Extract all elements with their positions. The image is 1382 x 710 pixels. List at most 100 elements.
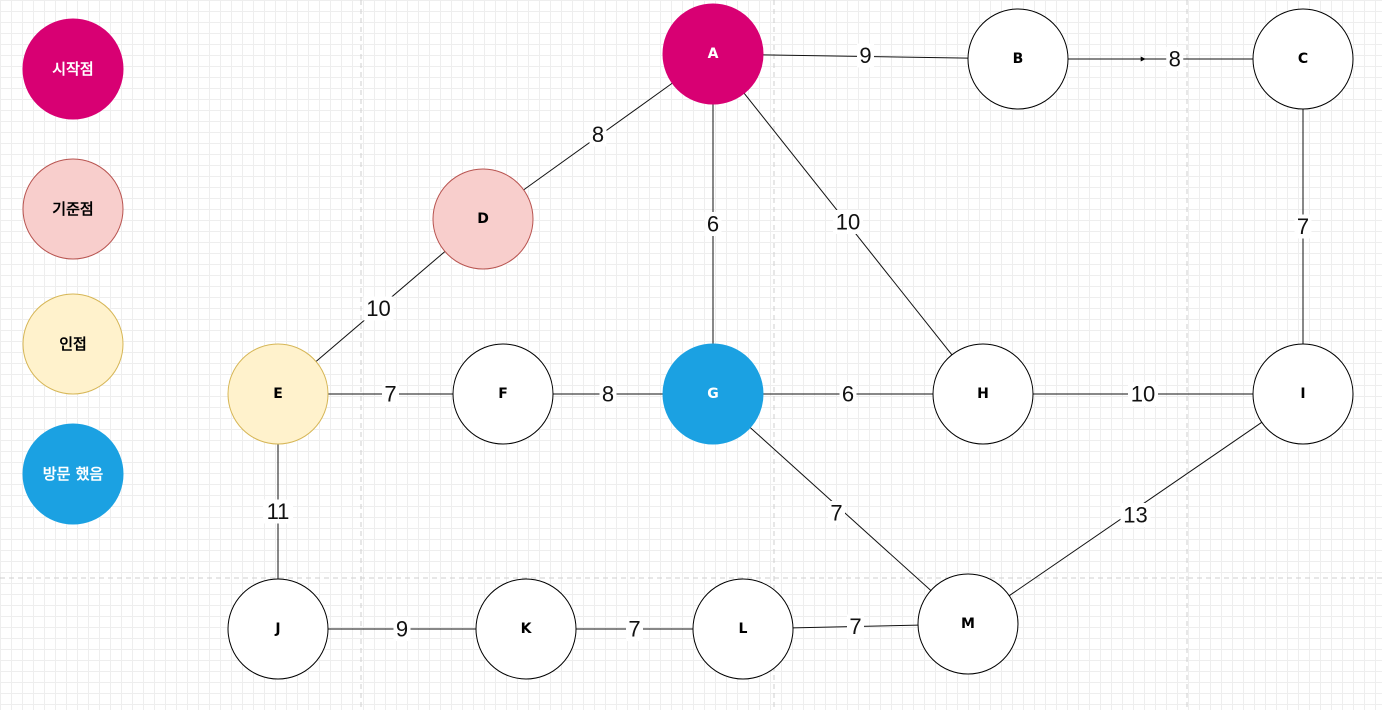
legend-swatch-pivot <box>22 158 124 260</box>
node-circle <box>662 343 764 445</box>
node-circle <box>1252 8 1354 110</box>
node-a: A <box>662 3 764 105</box>
edge-weight: 7 <box>849 614 861 639</box>
legend-label: 기준점 <box>52 200 93 218</box>
edge-g-m: 7 <box>749 427 932 591</box>
node-b: B <box>967 8 1069 110</box>
edge-weight-background <box>704 212 722 236</box>
edge-weight-background <box>626 617 643 641</box>
legend-label: 방문 했음 <box>43 465 104 483</box>
edge-f-g: 8 <box>553 382 663 407</box>
edge-weight-background <box>857 43 874 68</box>
legend-label: 인접 <box>59 335 87 353</box>
edge-k-l: 7 <box>576 617 693 642</box>
node-label: G <box>707 386 719 402</box>
node-circle <box>967 8 1069 110</box>
edges: 9 8 8 6 10 7 10 7 8 6 10 11 7 13 9 7 7 <box>263 43 1312 642</box>
node-label: A <box>708 46 719 62</box>
node-label: C <box>1298 51 1308 67</box>
node-l: L <box>692 578 794 680</box>
edge-weight: 9 <box>396 617 408 642</box>
node-circle <box>452 343 554 445</box>
node-label: L <box>739 621 748 637</box>
legend-swatch-visited <box>22 423 124 525</box>
edge-weight-background <box>1128 382 1158 406</box>
edge-weight: 7 <box>628 617 640 642</box>
edge-weight: 10 <box>366 296 390 321</box>
edge-weight: 8 <box>602 382 614 407</box>
edge-weight-background <box>833 210 863 234</box>
node-circle <box>227 578 329 680</box>
edge-a-h: 10 <box>743 92 953 356</box>
edge-weight: 11 <box>267 499 290 524</box>
legend-swatch-start <box>22 18 124 120</box>
legend-label: 시작점 <box>52 60 93 78</box>
legend-item-adjacent: 인접 <box>22 293 124 395</box>
node-circle <box>932 343 1034 445</box>
node-k: K <box>475 578 577 680</box>
legend-item-visited: 방문 했음 <box>22 423 124 525</box>
edge-weight: 10 <box>836 210 860 235</box>
node-circle <box>692 578 794 680</box>
node-label: K <box>521 621 533 637</box>
edge-weight-background <box>382 382 399 406</box>
node-label: E <box>273 386 283 402</box>
edge-weight-background <box>363 296 394 321</box>
node-circle <box>917 573 1019 675</box>
edge-weight-background <box>839 382 857 406</box>
edge-e-f: 7 <box>328 382 453 407</box>
node-f: F <box>452 343 554 445</box>
edge-l-m: 7 <box>792 614 919 639</box>
legend-item-pivot: 기준점 <box>22 158 124 260</box>
edge-a-g: 6 <box>704 104 722 344</box>
edge-weight-background <box>1294 214 1312 239</box>
node-circle <box>432 168 534 270</box>
edge-weight-background <box>847 614 864 639</box>
edge-weight: 13 <box>1123 503 1147 528</box>
node-circle <box>475 578 577 680</box>
edge-weight: 7 <box>1297 214 1309 239</box>
edge-weight: 8 <box>1169 47 1181 72</box>
edge-a-b: 9 <box>762 43 969 68</box>
legend-item-start: 시작점 <box>22 18 124 120</box>
edge-e-j: 11 <box>263 444 293 579</box>
node-j: J <box>227 578 329 680</box>
node-label: B <box>1013 51 1024 67</box>
edge-i-m: 13 <box>1008 421 1263 597</box>
edge-weight: 9 <box>859 43 871 68</box>
node-circle <box>662 3 764 105</box>
legend-swatch-adjacent <box>22 293 124 395</box>
node-label: J <box>274 621 280 637</box>
edge-weight: 6 <box>707 212 719 237</box>
node-e: E <box>227 343 329 445</box>
edge-g-h: 6 <box>763 382 933 407</box>
node-label: F <box>498 386 508 402</box>
node-g: G <box>662 343 764 445</box>
edge-arrow <box>1140 56 1146 62</box>
node-m: M <box>917 573 1019 675</box>
node-h: H <box>932 343 1034 445</box>
node-label: H <box>977 386 989 402</box>
edge-weight-background <box>393 617 411 641</box>
edge-weight-background <box>599 382 617 406</box>
node-circle <box>227 343 329 445</box>
node-label: I <box>1300 386 1305 402</box>
edge-weight: 7 <box>830 501 842 526</box>
edge-weight: 8 <box>592 122 604 147</box>
edge-weight: 7 <box>384 382 396 407</box>
edge-weight: 10 <box>1131 382 1155 407</box>
edge-weight-background <box>828 501 845 525</box>
node-i: I <box>1252 343 1354 445</box>
edge-weight-background <box>589 122 607 147</box>
edge-a-d: 8 <box>523 82 673 191</box>
edge-c-i: 7 <box>1294 109 1312 344</box>
edge-weight-background <box>263 499 293 524</box>
edge-b-c: 8 <box>1068 47 1253 72</box>
edge-d-e: 10 <box>315 251 446 362</box>
edge-weight-background <box>1120 503 1151 527</box>
node-circle <box>1252 343 1354 445</box>
